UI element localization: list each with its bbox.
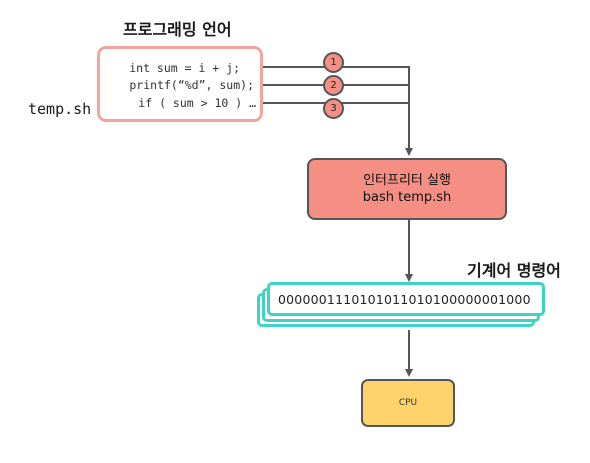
machine-code-bits: 0000001110101011010100000001000 [278, 292, 531, 307]
code-line-1: int sum = i + j; [129, 61, 240, 75]
cpu-box: CPU [361, 379, 455, 427]
interpreter-box: 인터프리터 실행 bash temp.sh [307, 158, 507, 220]
code-line-3: if ( sum > 10 ) … [138, 96, 256, 110]
cpu-label: CPU [398, 398, 418, 408]
interpreter-command: bash temp.sh [362, 190, 452, 205]
programming-language-title: 프로그래밍 언어 [123, 20, 232, 39]
machine-code-box [267, 282, 545, 316]
code-line-2: printf(“%d”, sum); [129, 78, 254, 92]
step-badge-1: 1 [323, 52, 344, 73]
interpreter-label: 인터프리터 실행 [363, 173, 451, 188]
step-badge-2: 2 [323, 75, 344, 96]
step-badge-3: 3 [323, 98, 344, 119]
source-code-box: int sum = i + j; printf(“%d”, sum); if (… [97, 46, 263, 122]
source-filename: temp.sh [28, 100, 92, 118]
machine-code-title: 기계어 명령어 [467, 261, 561, 280]
